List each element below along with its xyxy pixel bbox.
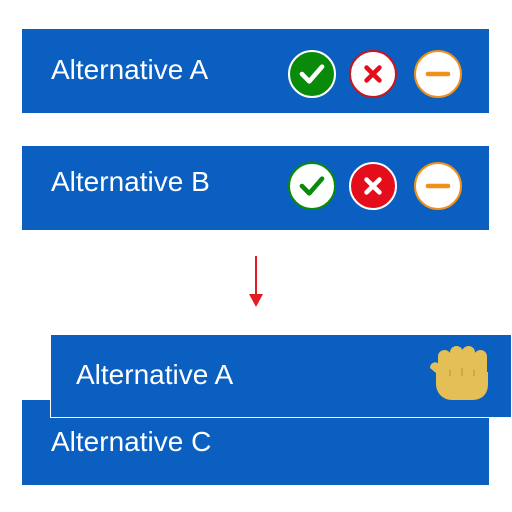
alternative-b-item[interactable]: Alternative B: [22, 146, 489, 230]
checkmark-icon: [299, 176, 325, 196]
alternative-a-neutral-button[interactable]: [414, 50, 462, 98]
alternative-c-label: Alternative C: [51, 426, 212, 457]
alternative-b-label: Alternative B: [51, 166, 210, 197]
alternative-b-reject-button[interactable]: [349, 162, 397, 210]
cross-icon: [364, 177, 382, 195]
minus-icon: [425, 183, 451, 189]
dragged-alternative-a-item[interactable]: Alternative A: [50, 334, 512, 418]
cross-icon: [364, 65, 382, 83]
alternative-a-reject-button[interactable]: [349, 50, 397, 98]
minus-icon: [425, 71, 451, 77]
arrow-down-icon: [249, 256, 263, 307]
alternative-a-accept-button[interactable]: [288, 50, 336, 98]
alternative-b-neutral-button[interactable]: [414, 162, 462, 210]
checkmark-icon: [299, 64, 325, 84]
grab-hand-icon[interactable]: [428, 344, 496, 404]
dragged-alternative-a-label: Alternative A: [76, 359, 234, 390]
alternative-a-label: Alternative A: [51, 54, 209, 85]
alternative-b-accept-button[interactable]: [288, 162, 336, 210]
alternative-a-item[interactable]: Alternative A: [22, 29, 489, 113]
